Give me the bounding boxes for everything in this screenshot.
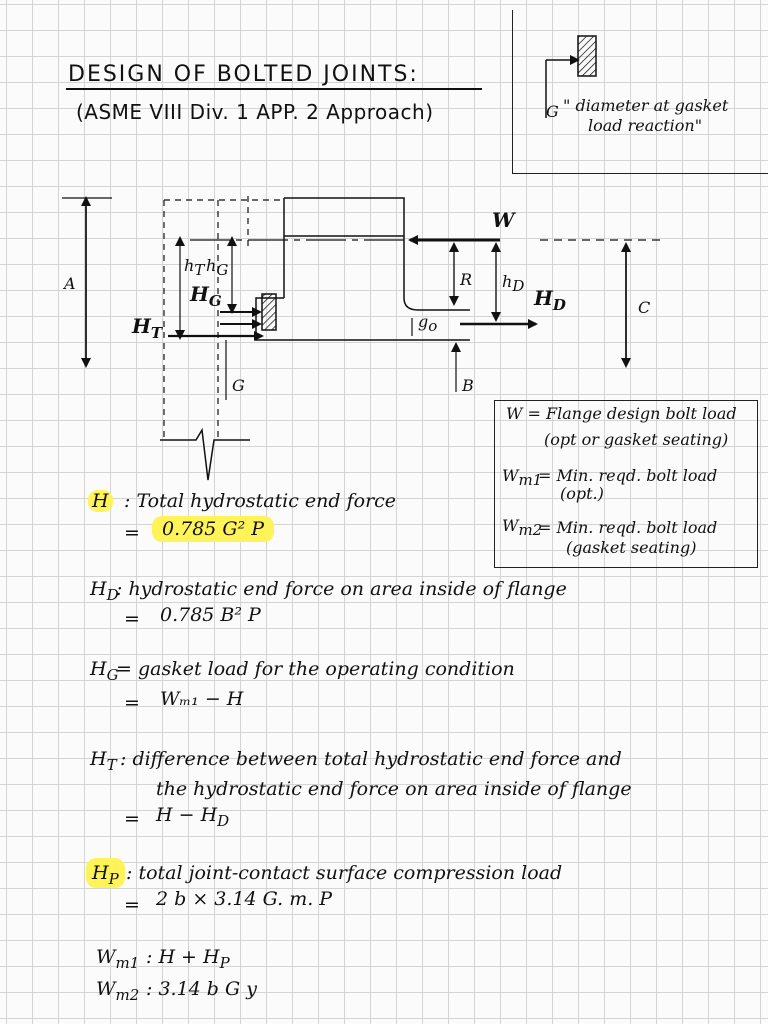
diagram-label-ht: hT — [184, 256, 205, 280]
diagram-label-W: W — [492, 208, 515, 232]
legend-box — [494, 400, 758, 568]
legend-wm2-line1: = Min. reqd. bolt load — [538, 518, 718, 537]
def-hd-text: : hydrostatic end force on area inside o… — [116, 578, 567, 600]
page-title: DESIGN OF BOLTED JOINTS: — [68, 62, 419, 87]
gasket-icon — [261, 293, 277, 331]
diagram-label-a: A — [64, 274, 76, 293]
def-hd-formula: 0.785 B² P — [160, 604, 261, 626]
diagram-label-HG: HG — [190, 282, 222, 310]
def-ht-symbol: HT — [90, 748, 117, 774]
diagram-label-hg: hG — [206, 256, 229, 280]
def-hg-text: = gasket load for the operating conditio… — [116, 658, 515, 680]
def-h-formula: 0.785 G² P — [152, 516, 275, 542]
legend-w-line1: W = Flange design bolt load — [506, 404, 737, 423]
def-ht-formula: H − HD — [156, 804, 230, 830]
legend-wm2-symbol: Wm2 — [502, 516, 543, 540]
def-hp-formula: 2 b × 3.14 G. m. P — [156, 888, 333, 910]
diagram-label-HD: HD — [534, 286, 566, 314]
diagram-label-hd: hD — [502, 272, 525, 296]
def-ht-text-line1: : difference between total hydrostatic e… — [120, 748, 622, 770]
legend-wm2-line2: (gasket seating) — [566, 538, 697, 557]
def-h-symbol: H — [88, 490, 113, 512]
corner-note-line1: " diameter at gasket — [563, 96, 729, 115]
diagram-label-B: B — [462, 376, 474, 395]
corner-label-g: G — [546, 102, 559, 121]
legend-wm1-symbol: Wm1 — [502, 466, 543, 490]
diagram-label-C: C — [638, 298, 651, 317]
corner-gasket-icon — [577, 35, 597, 77]
corner-reference-box — [512, 10, 768, 174]
def-wm2-formula: : 3.14 b G y — [146, 978, 257, 1000]
legend-w-line2: (opt or gasket seating) — [544, 430, 729, 449]
def-hd-symbol: HD — [90, 578, 119, 604]
def-wm1-formula: : H + HP — [146, 946, 230, 972]
def-hg-eq: = — [124, 692, 140, 714]
def-h-eq: = — [124, 522, 140, 544]
diagram-label-HT: HT — [132, 314, 163, 342]
def-wm1-symbol: Wm1 — [96, 946, 140, 972]
legend-wm1-line2: (opt.) — [560, 484, 604, 503]
diagram-label-G: G — [232, 376, 245, 395]
diagram-label-g0: go — [418, 312, 438, 336]
def-hg-formula: Wₘ₁ − H — [160, 688, 244, 710]
legend-wm1-line1: = Min. reqd. bolt load — [538, 466, 718, 485]
def-hd-eq: = — [124, 608, 140, 630]
def-ht-text-line2: the hydrostatic end force on area inside… — [156, 778, 632, 800]
def-hp-text: : total joint-contact surface compressio… — [126, 862, 563, 884]
title-underline — [66, 88, 482, 90]
def-ht-eq: = — [124, 808, 140, 830]
def-hp-symbol: HP — [86, 858, 125, 888]
def-h-text: : Total hydrostatic end force — [124, 490, 397, 512]
page-subtitle: (ASME VIII Div. 1 APP. 2 Approach) — [76, 100, 434, 124]
corner-note-line2: load reaction" — [588, 116, 703, 135]
diagram-label-R: R — [460, 270, 473, 289]
def-wm2-symbol: Wm2 — [96, 978, 140, 1004]
def-hg-symbol: HG — [90, 658, 119, 684]
def-hp-eq: = — [124, 894, 140, 916]
